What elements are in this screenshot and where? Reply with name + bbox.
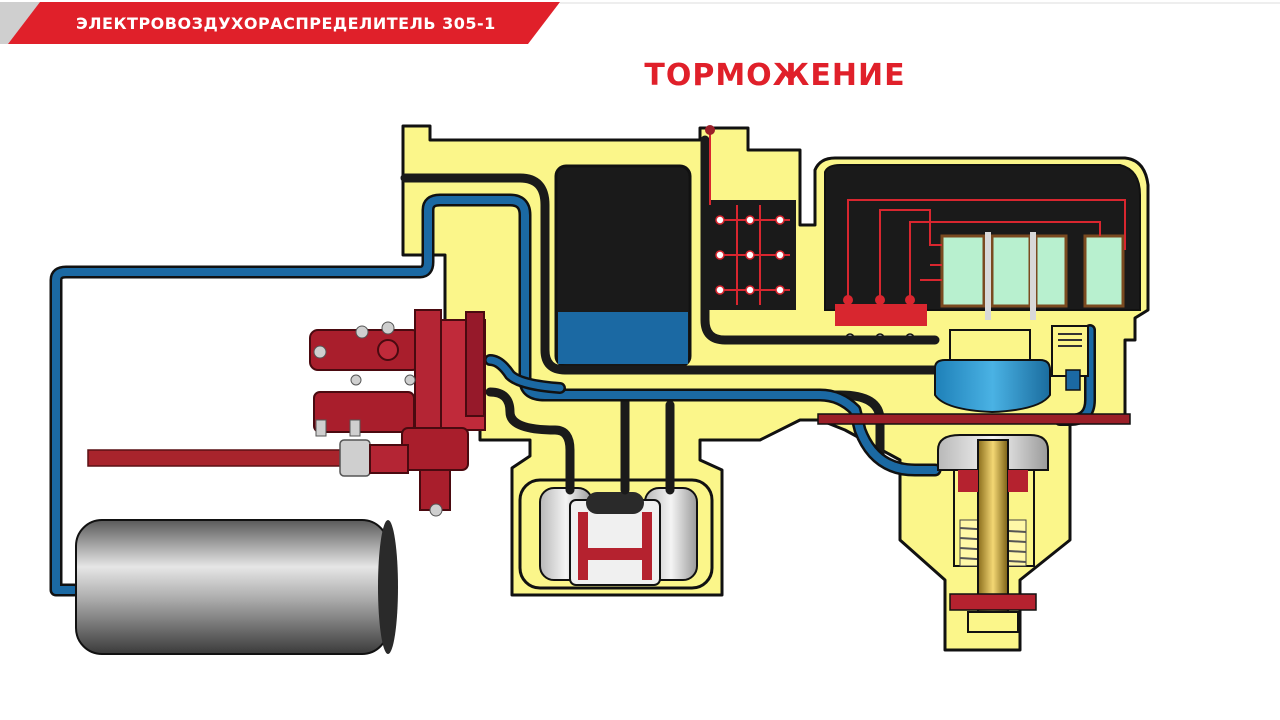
header-bar: ЭЛЕКТРОВОЗДУХОРАСПРЕДЕЛИТЕЛЬ 305-1 bbox=[0, 0, 1280, 46]
relay-valve bbox=[817, 325, 1131, 425]
header-title: ЭЛЕКТРОВОЗДУХОРАСПРЕДЕЛИТЕЛЬ 305-1 bbox=[76, 14, 496, 33]
brake-pipe bbox=[87, 439, 371, 477]
solenoid-compartment bbox=[824, 164, 1141, 343]
reservoir-icon bbox=[75, 519, 398, 655]
reservoir-chamber bbox=[554, 164, 692, 368]
piston-cylinder bbox=[937, 434, 1049, 633]
mode-title: ТОРМОЖЕНИЕ bbox=[644, 58, 906, 93]
lower-chamber bbox=[518, 478, 714, 590]
contact-block bbox=[704, 125, 796, 310]
brake-valve-icon bbox=[309, 309, 486, 517]
exhaust-channels bbox=[400, 135, 940, 495]
solenoid-coil-icon bbox=[940, 232, 1125, 320]
